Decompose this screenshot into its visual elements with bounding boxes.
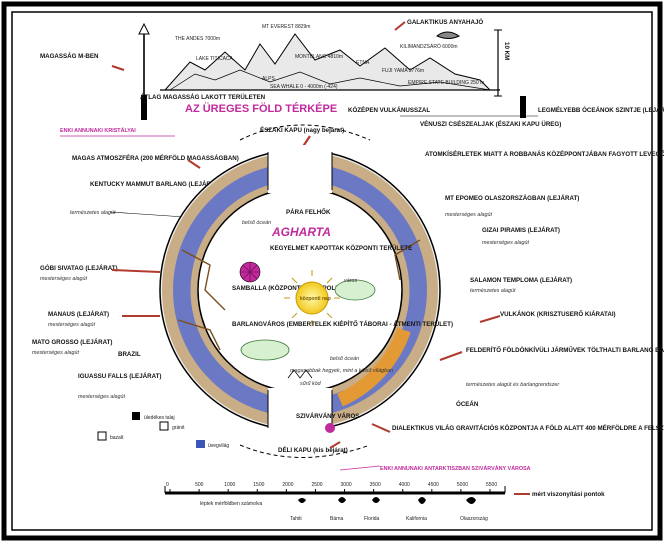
epomeo-label: MT EPOMEO OLASZORSZÁGBAN (LEJÁRAT) xyxy=(445,195,579,202)
place-label: Tahiti xyxy=(290,516,302,522)
legend-swatch-water xyxy=(196,440,205,448)
scale-tick-label: 4500 xyxy=(428,482,439,488)
mountain-label: SEA WHALE 0 - 4000m (-424) xyxy=(270,84,338,90)
legend-label-granite: gránit xyxy=(172,425,185,431)
shamballa-label: SAMBALLA (KÖZPONTI MEGAPOLISZ) xyxy=(232,285,347,292)
inner-center-label: belső óceán xyxy=(242,220,271,226)
scale-tick-label: 500 xyxy=(195,482,204,488)
place-label: Kalifornia xyxy=(406,516,427,522)
mountain-label: MT EVEREST 8829m xyxy=(262,24,310,30)
scale-tick-label: 1000 xyxy=(224,482,235,488)
galactic-ship-label: GALAKTIKUS ANYAHAJÓ xyxy=(407,18,483,26)
iguassu-sub-label: mesterséges alagút xyxy=(78,394,126,400)
depth-marker xyxy=(520,96,526,118)
rainbow-city-label: SZIVÁRVÁNY VÁROS xyxy=(296,413,359,420)
scale-tick-label: 2000 xyxy=(282,482,293,488)
scale-tick-label: 2500 xyxy=(311,482,322,488)
ten-km-label: 10 KM xyxy=(503,42,510,60)
mato-grosso-sub-label: mesterséges alagút xyxy=(32,350,80,356)
south-opening xyxy=(268,388,332,436)
kentucky-label: KENTUCKY MAMMUT BARLANG (LEJÁRAT) xyxy=(90,181,221,188)
diagram-subtitle: KÖZÉPEN VULKÁNUSSZAL xyxy=(348,106,430,114)
manaus-sub-label: mesterséges alagút xyxy=(48,322,96,328)
mountain-label: THE ANDES 7000m xyxy=(175,36,220,42)
scale-note-label: mért viszonyítási pontok xyxy=(532,491,605,498)
mountain-label: LAKE TITICACA xyxy=(196,56,234,62)
south-gate-label: DÉLI KAPU (kis bejárat) xyxy=(278,446,348,454)
atomic-label-text: ATOMKÍSÉRLETEK MIATT A ROBBANÁS KÖZÉPPON… xyxy=(425,150,664,158)
pink-label-lower-right: ENKI ANNUNAKI ANTARKTISZBAN SZIVÁRVÁNY V… xyxy=(380,465,531,472)
rainbow-city-icon xyxy=(325,423,335,433)
iguassu-label: IGUASSU FALLS (LEJÁRAT) xyxy=(78,373,161,380)
place-label: Bárna xyxy=(330,516,344,522)
manaus-label: MANAUS (LEJÁRAT) xyxy=(48,311,109,318)
central-sun-label: központi nap xyxy=(300,296,331,302)
atomic-label: ATOMKÍSÉRLETEK MIATT A ROBBANÁS KÖZÉPPON… xyxy=(425,150,664,158)
giza-sub-label: mesterséges alagút xyxy=(482,240,530,246)
brazil-label: BRAZIL xyxy=(118,351,141,358)
scale-tick-label: 1500 xyxy=(253,482,264,488)
barlangvaros-label: BARLANGVÁROS (EMBERTELEK KIÉPÍTŐ TÁBORAI… xyxy=(232,320,453,328)
shamballa-city xyxy=(240,262,260,282)
venus-label: VÉNUSZI CSÉSZEALJAK (ÉSZAKI KAPU ÜREG) xyxy=(420,120,561,128)
mountain-label: EMPIRE STATE BUILDING 250 m xyxy=(408,80,484,86)
dialectic-label: DIALEKTIKUS VILÁG GRAVITÁCIÓS KÖZPONTJA … xyxy=(392,424,664,432)
height-label: MAGASSÁG M-BEN xyxy=(40,53,99,60)
para-clouds-label: PÁRA FELHŐK xyxy=(286,209,331,216)
scale-tick-label: 3500 xyxy=(370,482,381,488)
diagram-title: AZ ÜREGES FÖLD TÉRKÉPE xyxy=(185,102,337,115)
epomeo-sub-label: mesterséges alagút xyxy=(445,212,493,218)
kegyelmet-label: KEGYELMET KAPOTTAK KÖZPONTI TERÜLETE xyxy=(270,245,412,252)
place-label: Florida xyxy=(364,516,380,522)
vulcan-label: VULKÁNOK (KRISZTUSERŐ KIÁRATAI) xyxy=(500,311,616,318)
mountain-label: ETNA xyxy=(356,60,370,66)
atmosphere-label: MAGAS ATMOSZFÉRA (200 MÉRFÖLD MAGASSÁGBA… xyxy=(72,154,239,162)
pink-label-upper-left: ENKI ANNUNAKI KRISTÁLYAI xyxy=(60,127,136,134)
mato-grosso-label: MATO GROSSO (LEJÁRAT) xyxy=(32,339,112,346)
inner-land-area xyxy=(241,340,289,360)
place-label: Olaszország xyxy=(460,516,488,522)
nazi-base-sub-label: természetes alagút és barlangrendszer xyxy=(466,382,559,388)
legend-label-sediment: üledékes talaj xyxy=(144,415,175,421)
deepest-ocean-label: LEGMÉLYEBB ÓCEÁNOK SZINTJE (LEJÁRATOK) xyxy=(538,106,664,114)
mountain-label: KILIMANDZSÁRÓ 6000m xyxy=(400,43,458,50)
mountain-label: MONTBLANC 4810m xyxy=(295,54,343,60)
scale-unit-label: léptek mérföldben számolva xyxy=(200,501,262,507)
gobi-sub-label: mesterséges alagút xyxy=(40,276,88,282)
giza-label: GIZAI PIRAMIS (LEJÁRAT) xyxy=(482,227,560,234)
avg-height-label: ÁTLAG MAGASSÁG LAKOTT TERÜLETEN xyxy=(140,94,266,101)
legend-label-basalt: bazalt xyxy=(110,435,124,441)
nazi-base-label: FELDERÍTŐ FÖLDÖNKÍVÜLI JÁRMŰVEK TÖLTHALT… xyxy=(466,346,664,354)
mountain-label: FUJI YAMA 3776m xyxy=(382,68,424,74)
gobi-label: GÓBI SIVATAG (LEJÁRAT) xyxy=(40,264,118,272)
agharta-label: AGHARTA xyxy=(271,225,331,239)
scale-tick-label: 0 xyxy=(166,482,169,488)
legend-swatch-basalt xyxy=(98,432,106,440)
north-opening xyxy=(268,145,332,193)
legend-label-water: üvegvilág xyxy=(208,443,229,449)
scale-tick-label: 5000 xyxy=(457,482,468,488)
scale-tick-label: 5500 xyxy=(486,482,497,488)
north-gate-label: ÉSZAKI KAPU (nagy bejárat) xyxy=(260,126,344,134)
legend-swatch-sediment xyxy=(132,412,140,420)
solomon-sub-label: természetes alagút xyxy=(470,288,516,294)
inner-ocean-label: belső óceán xyxy=(330,356,359,362)
legend-swatch-granite xyxy=(160,422,168,430)
scale-tick-label: 4000 xyxy=(399,482,410,488)
solomon-label: SALAMON TEMPLOMA (LEJÁRAT) xyxy=(470,277,572,284)
dense-fog-label: sűrű köd xyxy=(300,381,322,387)
ocean-label: ÓCEÁN xyxy=(456,400,479,408)
mountain-label: ALPS xyxy=(262,76,275,82)
scale-tick-label: 3000 xyxy=(341,482,352,488)
natural-tunnel-label: természetes alagút xyxy=(70,210,116,216)
city-label: város xyxy=(344,278,357,284)
